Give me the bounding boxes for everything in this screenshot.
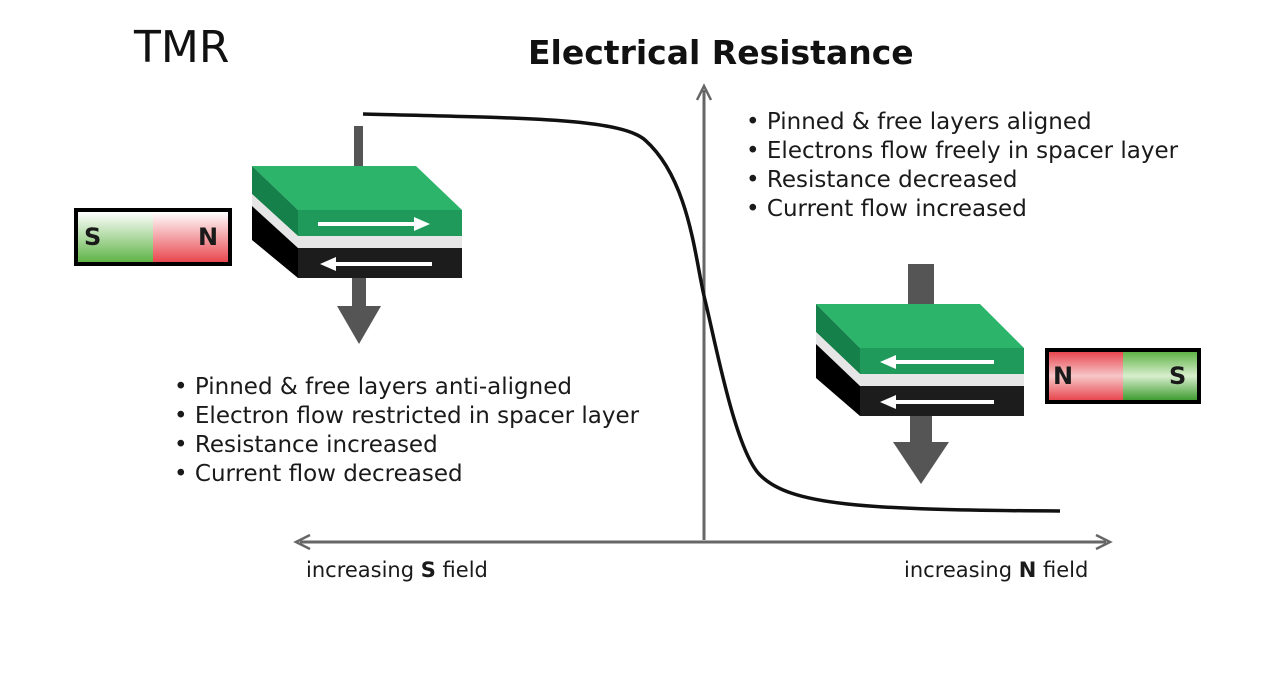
list-item: Resistance increased: [174, 431, 639, 460]
anti-aligned-bullets: Pinned & free layers anti-aligned Electr…: [174, 373, 639, 489]
top-lead: [354, 126, 363, 184]
aligned-device: [816, 264, 1024, 484]
list-item: Electron flow restricted in spacer layer: [174, 402, 639, 431]
magnet-s-n: [74, 208, 232, 266]
x-axis-label-right: increasing N field: [904, 558, 1089, 582]
diagram-title: TMR: [134, 22, 230, 73]
list-item: Current flow increased: [746, 195, 1178, 224]
free-layer-arrow-left-icon: [880, 355, 994, 369]
y-axis: [695, 83, 713, 540]
list-item: Pinned & free layers anti-aligned: [174, 373, 639, 402]
pinned-layer-arrow-left-icon: [320, 257, 432, 271]
list-item: Resistance decreased: [746, 166, 1178, 195]
spacer-layer: [816, 332, 1024, 386]
magnet-pole-label: S: [84, 223, 102, 251]
list-item: Pinned & free layers aligned: [746, 108, 1178, 137]
current-arrow-down-icon: [893, 416, 949, 484]
free-layer: [252, 166, 462, 210]
list-item: Current flow decreased: [174, 460, 639, 489]
magnet-n-s: [1045, 348, 1201, 404]
x-axis-label-left: increasing S field: [306, 558, 488, 582]
y-axis-title: Electrical Resistance: [528, 33, 914, 72]
resistance-curve: [362, 112, 1061, 513]
anti-aligned-device: [252, 126, 462, 344]
aligned-bullets: Pinned & free layers aligned Electrons f…: [746, 108, 1178, 224]
pinned-layer-arrow-left-icon: [880, 395, 994, 409]
current-arrow-down-icon: [337, 278, 381, 344]
magnet-pole-label: N: [198, 223, 219, 251]
magnet-pole-label: S: [1169, 362, 1187, 390]
x-axis: [293, 533, 1113, 551]
list-item: Electrons flow freely in spacer layer: [746, 137, 1178, 166]
magnet-pole-label: N: [1053, 362, 1074, 390]
free-layer: [816, 304, 1024, 348]
spacer-layer: [252, 194, 462, 248]
free-layer-arrow-right-icon: [318, 217, 430, 231]
